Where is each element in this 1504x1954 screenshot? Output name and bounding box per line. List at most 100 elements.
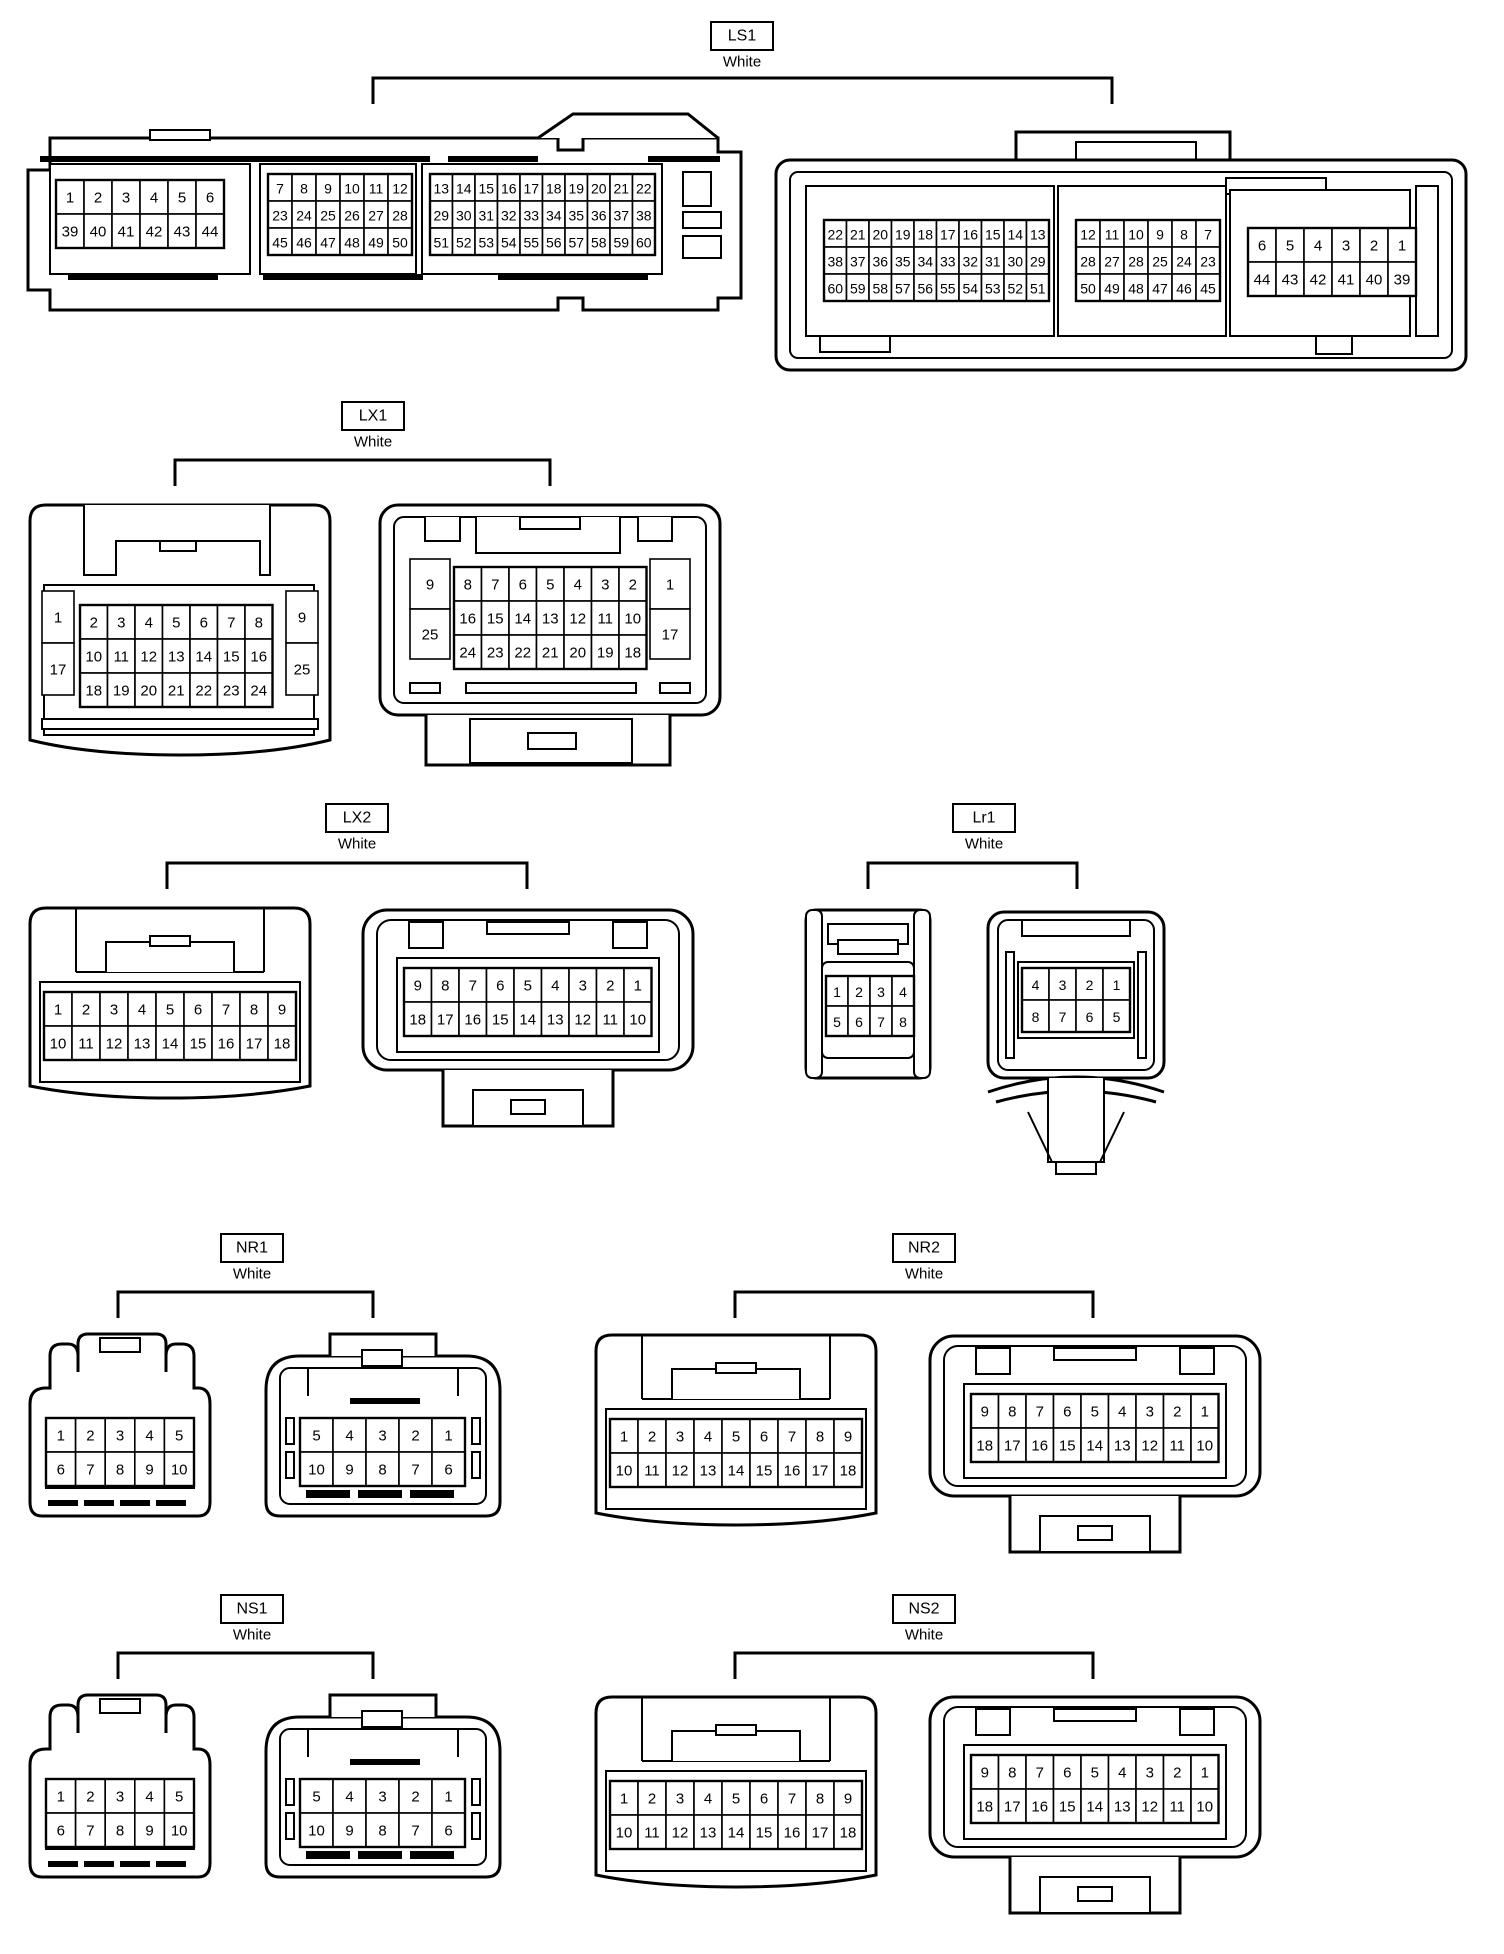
pin-cell [1147,246,1173,275]
pin-cell [535,566,565,602]
pin-number: 7 [469,978,477,995]
pin-number: 1 [444,1789,452,1806]
pin-number: 36 [872,254,888,270]
pin-number: 4 [150,190,158,207]
keyway [285,1812,295,1840]
pin-cell [167,213,197,249]
pin-number: 24 [1176,254,1192,270]
pin-number: 12 [672,1463,689,1480]
keyway [1179,1708,1215,1736]
guide-rail [1137,951,1147,1059]
pin-number: 9 [324,181,332,197]
pin-number: 40 [90,224,107,241]
pin-number: 7 [86,1823,94,1840]
pin-number: 8 [378,1823,386,1840]
latch-tab [99,1698,141,1714]
pin-number: 13 [542,611,559,628]
pin-number: 16 [1031,1438,1048,1455]
pin-number: 8 [255,615,263,632]
pin-number: 13 [1114,1799,1131,1816]
pin-number: 28 [1128,254,1144,270]
pin-number: 15 [1059,1438,1076,1455]
pin-number: 4 [1032,977,1040,993]
pin-number: 11 [602,1012,618,1029]
side-rib [913,909,931,1079]
pin-cell [189,638,219,674]
connector-code: NS1 [236,1601,267,1618]
pin-number: 51 [433,235,449,251]
pin-number: 9 [278,1002,286,1019]
pin-number: 19 [568,181,584,197]
pin-number: 26 [344,208,360,224]
latch-tab [149,129,211,141]
pin-number: 4 [1118,1765,1126,1782]
pin-number: 20 [569,645,586,662]
pin-grid-frame [266,172,414,257]
pin-number: 37 [613,208,629,224]
pin-number: 24 [250,683,267,700]
pin-number: 8 [441,978,449,995]
guide-rail [156,1500,186,1506]
connector-bracket [733,1290,1095,1318]
keyway [819,335,891,353]
pin-number: 1 [66,190,74,207]
pin-number: 13 [134,1036,151,1053]
pin-number: 17 [246,1036,263,1053]
keyway [975,1347,1011,1375]
pin-number: 6 [1063,1765,1071,1782]
pin-number: 21 [613,181,629,197]
pin-number: 2 [1370,238,1378,255]
pin-cell [1135,1427,1165,1463]
pin-number: 14 [519,1012,536,1029]
retainer-arm [1027,1111,1125,1163]
pin-number: 7 [1036,1765,1044,1782]
pin-number: 2 [1086,977,1094,993]
pin-grid-frame [969,1753,1220,1825]
pin-number: 13 [168,649,185,666]
pin-number: 46 [1176,281,1192,297]
pin-number: 5 [1113,1009,1121,1025]
pin-cell [833,1452,863,1488]
keyway [1315,335,1353,355]
pin-number: 43 [174,224,191,241]
connector-code: NR1 [236,1240,268,1257]
pin-number: 2 [411,1428,419,1445]
connector-code-box [892,1594,956,1624]
pin-number: 5 [166,1002,174,1019]
pin-number: 25 [320,208,336,224]
pin-number: 35 [568,208,584,224]
pin-number: 7 [491,577,499,594]
pin-number: 53 [478,235,494,251]
pin-grid-frame [298,1416,467,1488]
pin-number: 14 [1086,1438,1103,1455]
pin-number: 6 [519,577,527,594]
pin-number: 7 [788,1429,796,1446]
pin-number: 48 [1128,281,1144,297]
pin-number: 41 [118,224,135,241]
pin-number: 15 [756,1825,773,1842]
pin-number: 19 [597,645,614,662]
pin-number: 7 [86,1462,94,1479]
pin-number: 3 [676,1429,684,1446]
pin-number: 18 [976,1438,993,1455]
latch-tab [149,935,191,947]
latch-tab [1075,141,1197,161]
pin-number: 15 [756,1463,773,1480]
pin-number: 4 [345,1428,353,1445]
pin-number: 9 [145,1823,153,1840]
pin-number: 41 [1338,272,1355,289]
pin-number: 59 [850,281,866,297]
pin-number: 9 [426,577,434,594]
pin-number: 50 [392,235,408,251]
pin-number: 20 [140,683,157,700]
latch-tab [837,939,899,955]
pin-number: 19 [113,683,130,700]
pin-grid-frame [1074,218,1222,303]
pin-number: 42 [1310,272,1327,289]
